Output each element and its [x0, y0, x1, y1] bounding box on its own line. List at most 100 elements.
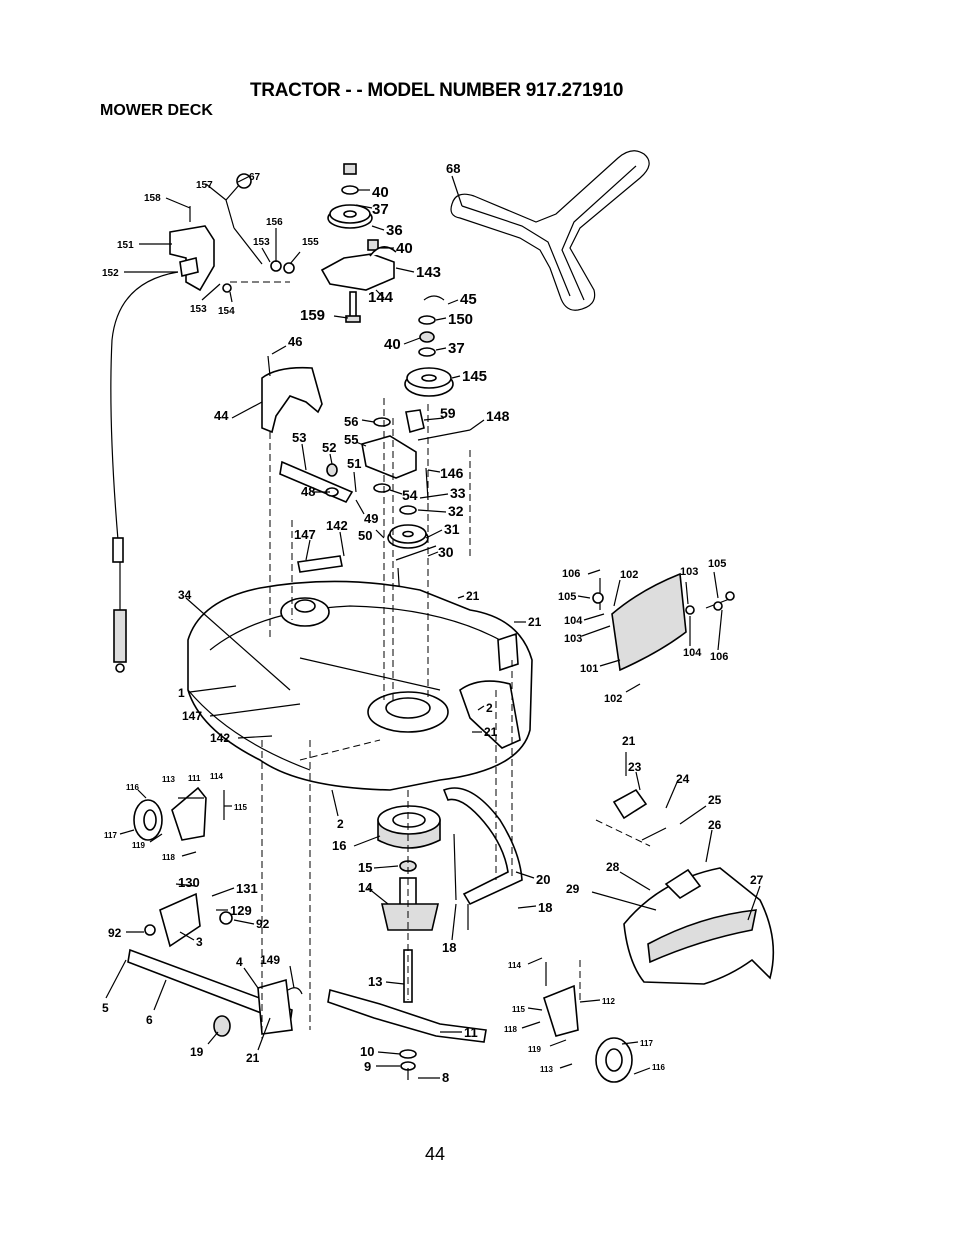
callout-label: 21	[466, 589, 480, 603]
callout-label: 143	[416, 264, 441, 281]
callout-label: 130	[178, 875, 200, 890]
callout-label: 114	[508, 961, 521, 970]
callout-label: 101	[580, 663, 598, 675]
callout-label: 9	[364, 1059, 371, 1074]
callout-label: 118	[504, 1025, 517, 1034]
callout-label: 54	[402, 487, 418, 503]
bracket-55	[361, 409, 471, 501]
arm-20	[442, 787, 523, 930]
callout-label: 18	[442, 940, 456, 955]
callout-label: 11	[464, 1025, 478, 1040]
belt-guard-44	[261, 355, 323, 434]
callout-labels: 67 157 158 156 151 153 155 152 153 154 4…	[102, 161, 764, 1085]
callout-label: 48	[301, 484, 315, 499]
callout-label: 115	[512, 1005, 525, 1014]
callout-label: 27	[750, 873, 764, 887]
callout-label: 1	[178, 686, 185, 700]
callout-label: 40	[384, 336, 401, 353]
callout-label: 102	[604, 693, 622, 705]
callout-label: 14	[358, 880, 373, 895]
mower-deck-1	[187, 580, 533, 791]
callout-label: 112	[602, 997, 615, 1006]
callout-label: 40	[396, 240, 413, 257]
callout-label: 21	[528, 615, 542, 629]
spindle-assembly	[327, 805, 487, 1080]
callout-label: 53	[292, 430, 306, 445]
callout-label: 153	[253, 237, 270, 248]
callout-label: 37	[448, 340, 465, 357]
callout-label: 5	[102, 1001, 109, 1015]
callout-label: 129	[230, 903, 252, 918]
callout-label: 21	[484, 725, 498, 739]
callout-label: 103	[680, 566, 698, 578]
callout-label: 105	[708, 558, 726, 570]
alignment-lines	[230, 281, 651, 1040]
callout-label: 55	[344, 432, 358, 447]
callout-label: 52	[322, 440, 336, 455]
callout-label: 117	[104, 831, 117, 840]
callout-label: 33	[450, 485, 466, 501]
callout-label: 159	[300, 307, 325, 324]
callout-label: 15	[358, 860, 372, 875]
lift-bracket-151	[169, 173, 295, 293]
callout-label: 156	[266, 217, 283, 228]
page-number: 44	[425, 1144, 446, 1164]
callout-label: 28	[606, 860, 620, 874]
callout-label: 21	[246, 1051, 260, 1065]
belt-68	[450, 150, 650, 311]
pulley-36	[327, 163, 379, 251]
callout-label: 4	[236, 955, 243, 969]
callout-label: 21	[622, 734, 636, 748]
callout-label: 59	[440, 405, 456, 421]
callout-label: 104	[683, 647, 702, 659]
callout-label: 44	[214, 408, 229, 423]
callout-label: 131	[236, 881, 258, 896]
gauge-wheel-assembly-right	[543, 962, 633, 1083]
deflector-101	[592, 572, 735, 672]
callout-label: 113	[540, 1065, 553, 1074]
callout-label: 142	[210, 731, 230, 745]
callout-label: 105	[558, 591, 576, 603]
section-title: MOWER DECK	[100, 102, 213, 119]
callout-label: 149	[260, 953, 280, 967]
callout-label: 32	[448, 503, 464, 519]
callout-label: 31	[444, 521, 460, 537]
callout-label: 19	[190, 1045, 204, 1059]
gauge-wheel-assembly-left	[133, 786, 225, 841]
page-title: TRACTOR - - MODEL NUMBER 917.271910	[250, 80, 624, 101]
callout-label: 13	[368, 974, 382, 989]
callout-label: 67	[249, 172, 261, 183]
callout-label: 147	[182, 709, 202, 723]
callout-label: 106	[710, 651, 728, 663]
callout-label: 104	[564, 615, 583, 627]
callout-label: 106	[562, 568, 580, 580]
parts-layer	[110, 150, 775, 1083]
callout-label: 119	[132, 841, 145, 850]
callout-label: 30	[438, 544, 454, 560]
callout-label: 92	[256, 917, 270, 931]
callout-label: 113	[162, 775, 175, 784]
callout-label: 116	[652, 1063, 665, 1072]
callout-label: 3	[196, 935, 203, 949]
callout-label: 46	[288, 334, 302, 349]
pulley-145	[404, 295, 454, 397]
callout-label: 36	[386, 222, 403, 239]
callout-label: 145	[462, 368, 487, 385]
callout-label: 154	[218, 306, 235, 317]
callout-label: 111	[188, 774, 201, 783]
callout-label: 103	[564, 633, 582, 645]
callout-label: 56	[344, 414, 358, 429]
callout-label: 20	[536, 872, 550, 887]
callout-label: 6	[146, 1013, 153, 1027]
callout-label: 29	[566, 882, 580, 896]
front-link-assembly	[127, 892, 303, 1037]
discharge-chute-27	[612, 788, 775, 985]
callout-label: 10	[360, 1044, 374, 1059]
callout-label: 2	[486, 701, 493, 715]
bracket-53	[279, 460, 354, 573]
callout-label: 26	[708, 818, 722, 832]
callout-label: 24	[676, 772, 690, 786]
callout-label: 153	[190, 304, 207, 315]
callout-label: 118	[162, 853, 175, 862]
callout-label: 148	[486, 408, 510, 424]
